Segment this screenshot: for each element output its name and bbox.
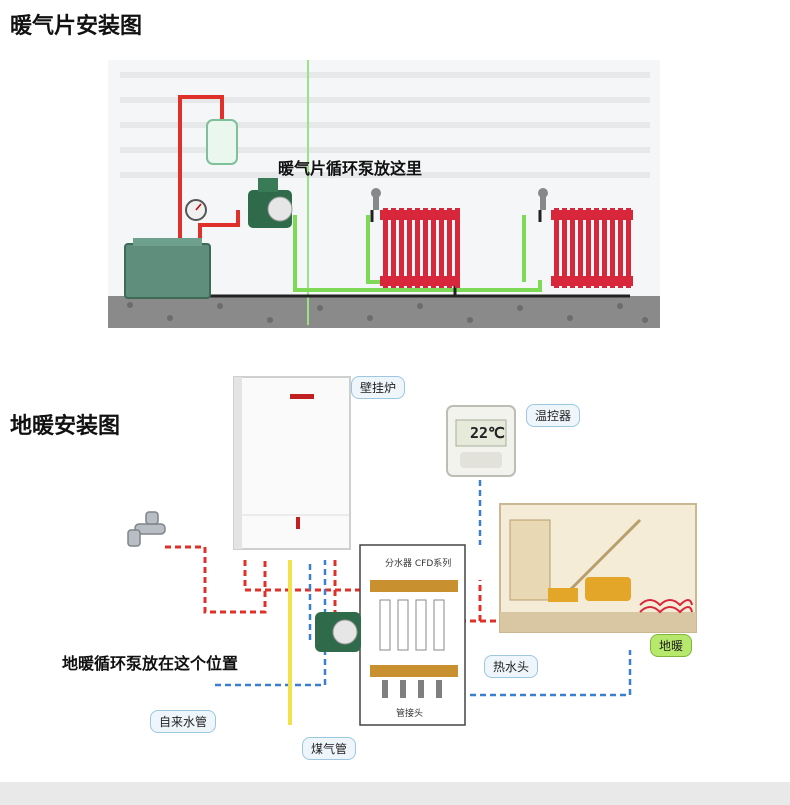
- radiator-pump: [248, 178, 293, 228]
- supply-pipe: [178, 95, 240, 240]
- room-illustration: [499, 503, 697, 633]
- boiler-tag: 壁挂炉: [351, 376, 406, 399]
- radiator-1: [380, 208, 460, 288]
- radiator-pump-label: 暖气片循环泵放这里: [278, 159, 423, 178]
- radiator-valve-1: [371, 188, 381, 210]
- boiler: [124, 243, 211, 299]
- wall-boiler: [233, 376, 351, 550]
- floor-heating-tag: 地暖: [650, 634, 693, 657]
- thermostat-device: [446, 405, 516, 477]
- radiator-2: [551, 208, 633, 288]
- manifold: [359, 544, 466, 726]
- water-pipe-tag: 自来水管: [150, 710, 217, 733]
- hot-water-head-tag: 热水头: [484, 655, 539, 678]
- return-pipe: [293, 215, 542, 292]
- thermostat-tag: 温控器: [526, 404, 581, 427]
- bottom-bar: [0, 782, 790, 805]
- thermostat-display: 22℃: [470, 424, 505, 442]
- floor-pump: [315, 612, 361, 652]
- manifold-tag: 分水器 CFD系列: [385, 559, 452, 569]
- water-pipe: [215, 480, 632, 697]
- floor-slab: [108, 296, 660, 328]
- gas-pipe-tag: 煤气管: [302, 737, 357, 760]
- floor-texture: [127, 302, 648, 323]
- pipe-head-tag: 管接头: [396, 709, 424, 719]
- section1-title: 暖气片安装图: [10, 14, 143, 39]
- section2-title: 地暖安装图: [10, 414, 121, 439]
- radiator-valve-2: [538, 188, 548, 210]
- floor-pump-label: 地暖循环泵放在这个位置: [62, 654, 239, 673]
- faucet: [127, 511, 166, 547]
- expansion-tank: [206, 119, 238, 165]
